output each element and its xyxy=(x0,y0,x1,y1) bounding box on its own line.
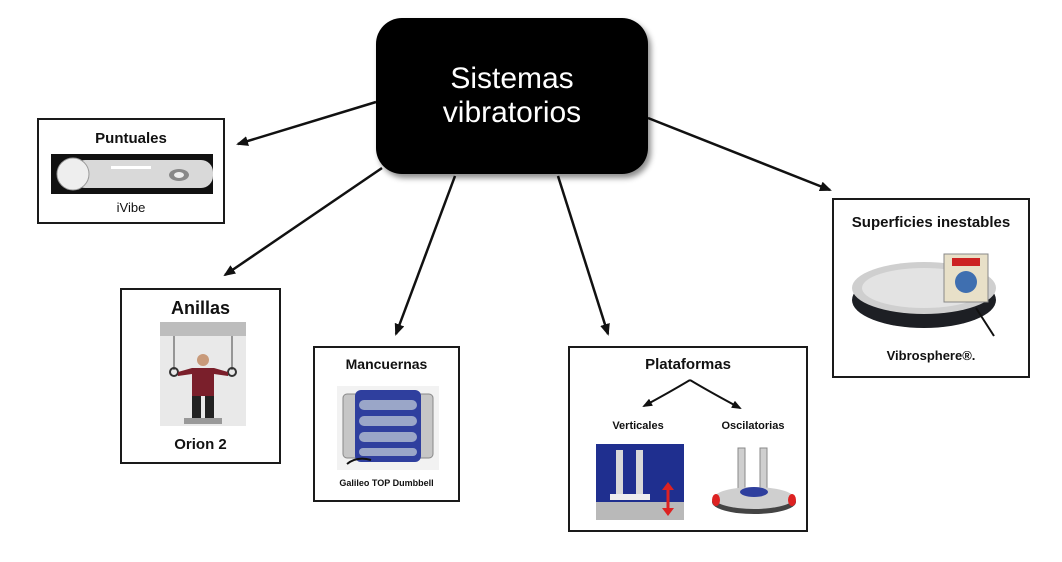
arrow-to-anillas xyxy=(223,166,383,277)
node-plataformas: Plataformas Verticales Oscilatorias xyxy=(568,346,808,532)
oscillating-platform-icon xyxy=(708,444,800,520)
root-label: Sistemas vibratorios xyxy=(442,62,582,129)
vertical-platform-icon xyxy=(596,444,684,520)
node-title: Plataformas xyxy=(645,356,731,373)
node-title: Mancuernas xyxy=(345,356,428,372)
node-title: Superficies inestables xyxy=(851,214,1011,231)
sub-arrows xyxy=(642,379,742,409)
arrow-to-superficies xyxy=(647,116,832,192)
arrow-to-mancuernas xyxy=(394,175,457,336)
sub-label-oscilatorias: Oscilatorias xyxy=(721,420,785,432)
vibrosphere-disc-icon xyxy=(852,253,996,337)
node-anillas: Anillas Orion 2 xyxy=(120,288,281,464)
node-superficies: Superficies inestables Vibrosphere®. xyxy=(832,198,1030,378)
handheld-massager-icon xyxy=(51,154,213,194)
node-caption: Orion 2 xyxy=(174,436,227,453)
sub-label-verticales: Verticales xyxy=(612,420,664,432)
arrow-to-plataformas xyxy=(556,175,610,336)
node-caption: Vibrosphere®. xyxy=(886,348,976,363)
person-with-rings-icon xyxy=(160,322,246,426)
node-title: Puntuales xyxy=(95,130,167,147)
root-node: Sistemas vibratorios xyxy=(376,18,648,174)
dumbbell-icon xyxy=(337,386,439,470)
arrow-to-puntuales xyxy=(236,100,377,146)
node-puntuales: Puntuales iVibe xyxy=(37,118,225,224)
node-mancuernas: Mancuernas Galileo TOP Dumbbell xyxy=(313,346,460,502)
node-caption: iVibe xyxy=(116,200,146,215)
node-caption: Galileo TOP Dumbbell xyxy=(339,478,434,488)
node-title: Anillas xyxy=(170,298,231,318)
